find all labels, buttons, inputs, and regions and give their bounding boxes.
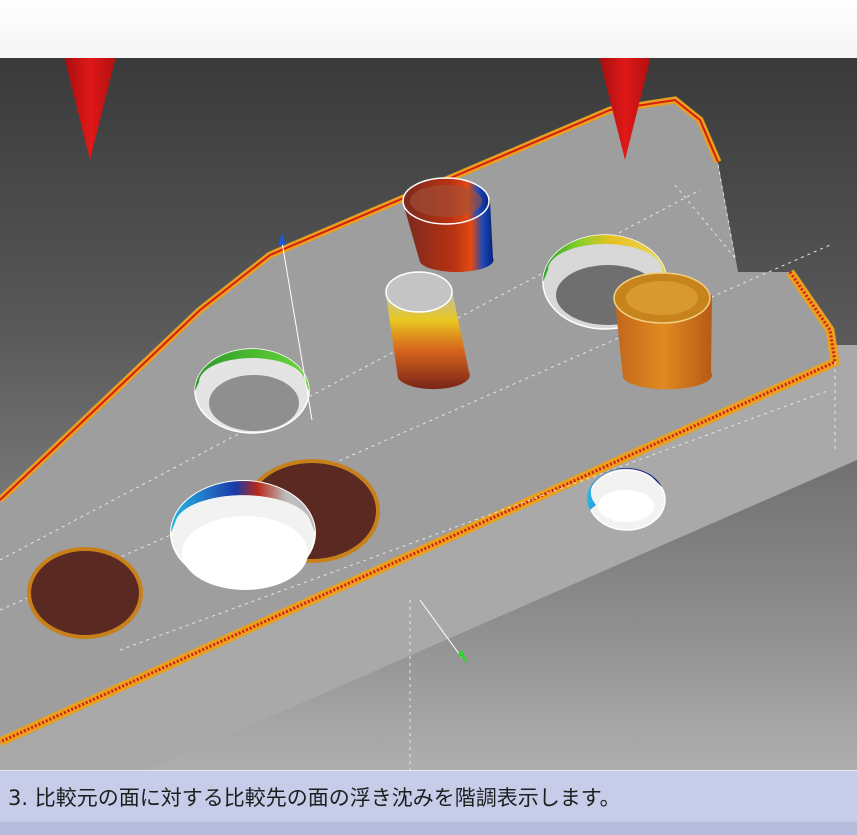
marker-triangle-icon: [64, 58, 116, 160]
boss-cylinder-c: [613, 272, 712, 390]
hole-multicolor: [170, 480, 316, 590]
hole-blue-small: [587, 467, 666, 531]
cad-viewport[interactable]: [0, 58, 857, 835]
caption-box: 3. 比較元の面に対する比較先の面の浮き沈みを階調表示します。: [0, 770, 857, 823]
arrow-up-icon: [278, 233, 286, 245]
plate-side-face: [0, 345, 857, 835]
top-band: [0, 0, 857, 60]
hole-green: [194, 348, 310, 434]
marker-triangle-icon: [599, 58, 651, 160]
axis-indicators: [278, 233, 468, 664]
arrow-down-icon: [458, 650, 468, 664]
boss-cylinder-b: [385, 271, 470, 390]
boss-cylinder-a: [402, 177, 494, 272]
deviation-spot-left: [27, 547, 143, 639]
part-model: [0, 96, 857, 835]
bottom-strip: [0, 822, 857, 835]
caption-text: 3. 比較元の面に対する比較先の面の浮き沈みを階調表示します。: [8, 786, 621, 810]
